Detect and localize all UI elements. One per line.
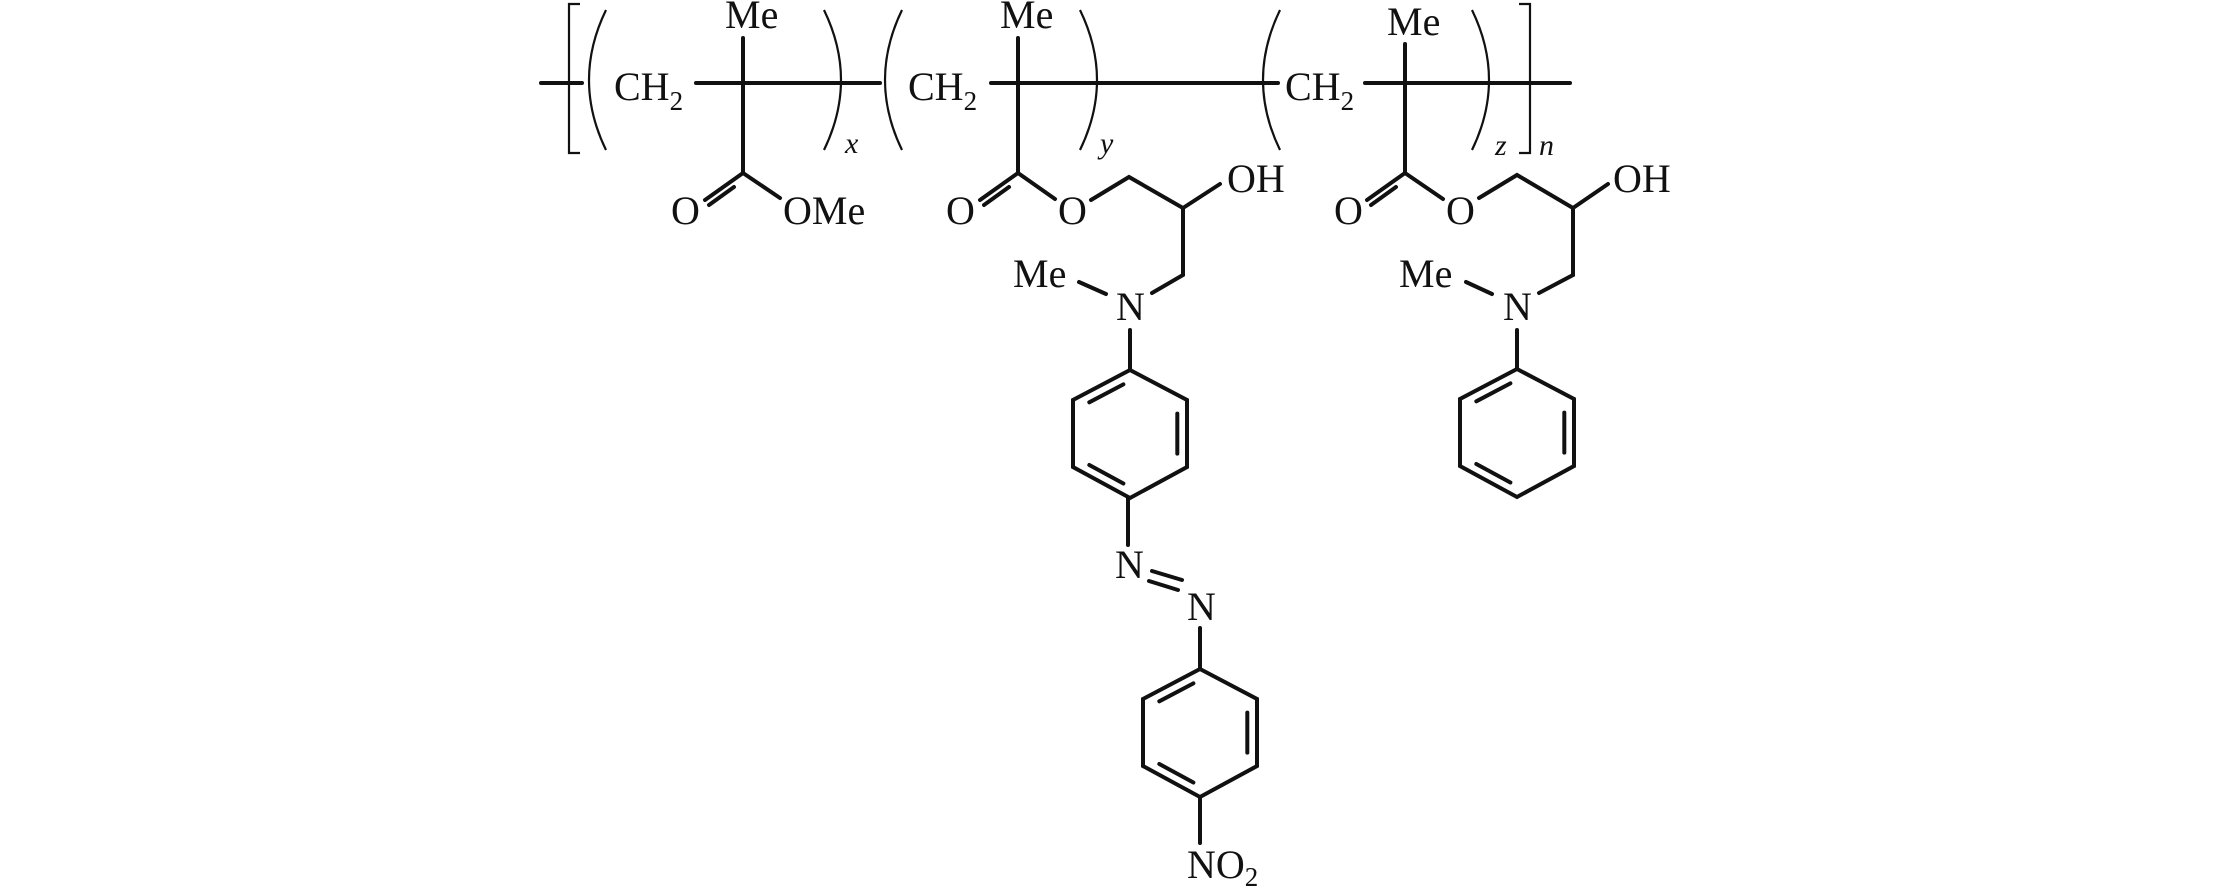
benzene-rings — [1071, 366, 1576, 800]
ring-outline — [1141, 666, 1259, 800]
methyl-label-x: Me — [725, 0, 778, 37]
hydroxyl-bond — [1571, 182, 1610, 210]
azo-nitrogen-2-label: N — [1187, 584, 1216, 629]
paren-close-z — [1471, 9, 1490, 151]
azo-double-bond-inner — [1147, 579, 1180, 592]
phenyl-ring — [1458, 366, 1576, 500]
amine-nitrogen-label: N — [1116, 284, 1145, 329]
ester-bond — [741, 171, 782, 200]
carbonyl-double-bond — [1365, 171, 1407, 202]
n-methyl-bond — [1464, 280, 1494, 296]
n-methyl-bond — [1077, 280, 1108, 296]
carbonyl-double-bond-inner — [707, 185, 736, 207]
carbonyl-double-bond-inner — [1369, 185, 1398, 207]
ring-outline — [1071, 367, 1189, 501]
propyl-chain — [1089, 174, 1185, 295]
methyl-label-z: Me — [1387, 0, 1440, 44]
unit-z-aniline-side-chain: O O OH Me N — [1334, 156, 1671, 371]
ch2-label-y: CH2 — [908, 64, 977, 116]
carbonyl-oxygen-label: O — [1334, 188, 1363, 233]
polymer-index-n: n — [1539, 129, 1554, 162]
ring-double-bond — [1087, 462, 1126, 486]
unit-y-azo-side-chain: O O OH Me N N N NO2 — [946, 156, 1285, 886]
ring-double-bond — [1087, 382, 1126, 405]
paren-close-y — [1079, 9, 1098, 151]
ester-oxygen-label: O — [1446, 188, 1475, 233]
repeat-index-x: x — [844, 127, 859, 160]
ring-double-bond — [1474, 461, 1513, 485]
methoxy-label: OMe — [783, 188, 865, 233]
n-methyl-label: Me — [1399, 251, 1452, 296]
carbonyl-double-bond — [978, 171, 1020, 202]
nitrophenyl-ring — [1141, 666, 1259, 800]
azo-double-bond — [1150, 569, 1184, 582]
ester-bond — [1403, 171, 1445, 201]
propyl-chain — [1477, 172, 1575, 295]
ring-double-bond — [1157, 761, 1196, 785]
hydroxyl-label: OH — [1613, 156, 1671, 201]
azo-nitrogen-1-label: N — [1115, 542, 1144, 587]
ester-bond — [1016, 171, 1057, 201]
backbone: CH2 CH2 CH2 Me Me Me x y z n — [539, 0, 1572, 175]
repeat-index-y: y — [1097, 127, 1114, 160]
paren-open-z — [1262, 9, 1281, 151]
amine-nitrogen-label: N — [1503, 284, 1532, 329]
carbonyl-double-bond-inner — [982, 185, 1011, 207]
methyl-label-y: Me — [1000, 0, 1053, 37]
aminophenyl-ring — [1071, 367, 1189, 501]
n-methyl-label: Me — [1013, 251, 1066, 296]
paren-open-y — [884, 9, 903, 151]
hydroxyl-label: OH — [1227, 156, 1285, 201]
ester-oxygen-label: O — [1058, 188, 1087, 233]
left-square-bracket — [567, 2, 580, 155]
carbonyl-oxygen-label: O — [671, 188, 700, 233]
ch2-label-x: CH2 — [614, 64, 683, 116]
hydroxyl-bond — [1181, 182, 1222, 210]
nitro-label: NO2 — [1187, 842, 1258, 886]
ring-outline — [1458, 366, 1576, 500]
right-square-bracket — [1519, 2, 1532, 155]
repeat-index-z: z — [1494, 129, 1507, 162]
ch2-label-z: CH2 — [1285, 64, 1354, 116]
ring-double-bond — [1474, 381, 1513, 404]
paren-open-x — [588, 9, 607, 151]
carbonyl-double-bond — [703, 171, 745, 202]
unit-x-methyl-ester: O OMe — [671, 171, 865, 233]
paren-close-x — [823, 9, 842, 151]
carbonyl-oxygen-label: O — [946, 188, 975, 233]
ring-double-bond — [1157, 681, 1196, 704]
